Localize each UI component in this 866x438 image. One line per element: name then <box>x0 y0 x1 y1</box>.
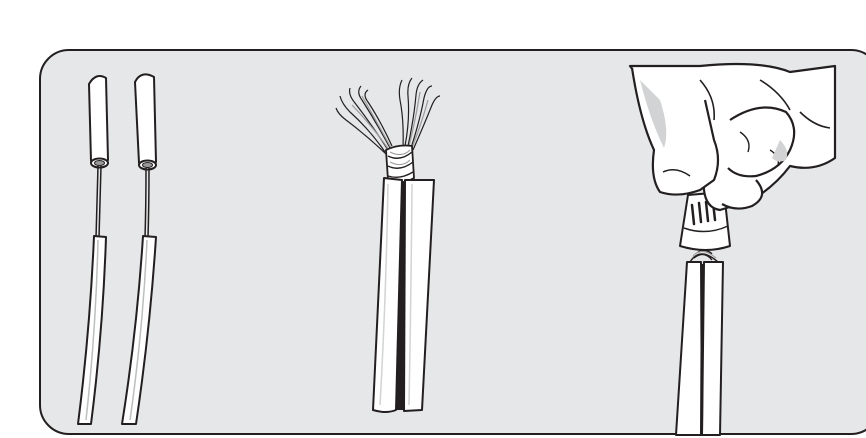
step-1-stripped-wires <box>77 73 157 425</box>
step-2-twisted-wires <box>335 77 441 413</box>
frayed-strands-right <box>398 77 441 151</box>
conductor-core <box>94 160 105 166</box>
wire-right <box>121 73 157 425</box>
lower-insulation <box>77 235 107 425</box>
insulation-left <box>675 261 703 436</box>
exposed-conductor <box>95 165 102 239</box>
frayed-strands-left <box>335 85 393 155</box>
hand <box>628 62 837 212</box>
insulation-seam <box>700 264 704 435</box>
step-3-hand-with-wire-nut <box>628 62 837 436</box>
upper-insulation <box>134 73 157 168</box>
lower-insulation <box>121 235 157 425</box>
twisted-conductors <box>385 144 415 184</box>
insulation-right <box>403 179 435 412</box>
wire-left <box>77 75 109 425</box>
insulation-left <box>372 177 403 413</box>
insulation-seam <box>396 182 405 410</box>
conductor-core <box>142 162 153 168</box>
upper-insulation <box>88 75 109 166</box>
insulation-shade <box>129 239 148 421</box>
exposed-conductor <box>144 167 150 239</box>
insulation-right <box>701 261 724 436</box>
insulation-shade <box>85 239 99 421</box>
